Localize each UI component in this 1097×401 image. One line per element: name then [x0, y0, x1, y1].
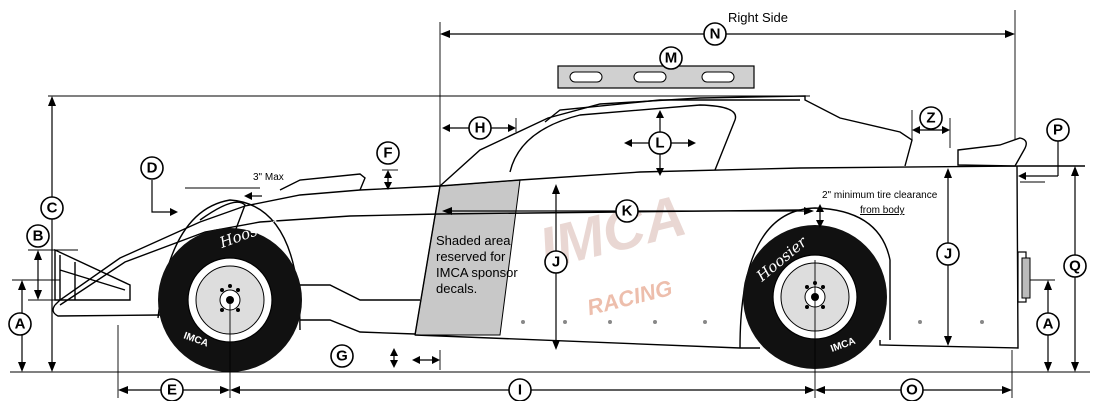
label-J-left: J [544, 250, 568, 274]
svg-text:A: A [1043, 316, 1054, 333]
label-F: F [376, 141, 400, 165]
note-3in-max: 3" Max [253, 172, 284, 183]
label-C: C [40, 196, 64, 220]
label-A-left: A [8, 312, 32, 336]
label-E: E [160, 378, 184, 401]
svg-text:O: O [906, 382, 918, 399]
svg-text:M: M [665, 50, 678, 67]
svg-text:G: G [336, 348, 348, 365]
svg-text:N: N [710, 26, 721, 43]
label-A-right: A [1036, 312, 1060, 336]
label-D: D [140, 156, 164, 180]
svg-text:I: I [518, 382, 522, 399]
svg-text:H: H [475, 120, 486, 137]
label-N: N [703, 22, 727, 46]
note-shaded-3: IMCA sponsor [436, 265, 518, 280]
label-J-right: J [936, 242, 960, 266]
note-shaded-2: reserved for [436, 249, 506, 264]
svg-text:Z: Z [926, 110, 935, 127]
label-O: O [900, 378, 924, 401]
svg-text:E: E [167, 382, 177, 399]
note-shaded-1: Shaded area [436, 233, 511, 248]
svg-text:J: J [944, 246, 952, 263]
label-K: K [615, 199, 639, 223]
diagram-title: Right Side [728, 10, 788, 25]
svg-text:J: J [552, 254, 560, 271]
note-tire-clearance-2: from body [860, 205, 904, 216]
label-M: M [659, 46, 683, 70]
label-L: L [648, 131, 672, 155]
svg-text:L: L [655, 135, 664, 152]
svg-text:P: P [1053, 122, 1063, 139]
watermark-text: RACING [585, 275, 675, 320]
roof-sign [557, 65, 755, 89]
svg-text:B: B [33, 228, 44, 245]
note-tire-clearance-1: 2" minimum tire clearance [822, 190, 938, 201]
label-I: I [508, 378, 532, 401]
label-Q: Q [1063, 254, 1087, 278]
label-Z: Z [919, 106, 943, 130]
note-shaded-4: decals. [436, 281, 477, 296]
svg-text:Q: Q [1069, 258, 1081, 275]
svg-text:A: A [15, 316, 26, 333]
label-G: G [330, 344, 354, 368]
svg-text:F: F [383, 145, 392, 162]
svg-text:K: K [622, 203, 633, 220]
label-P: P [1046, 118, 1070, 142]
svg-text:D: D [147, 160, 158, 177]
label-H: H [468, 116, 492, 140]
svg-text:C: C [47, 200, 58, 217]
label-B: B [26, 224, 50, 248]
